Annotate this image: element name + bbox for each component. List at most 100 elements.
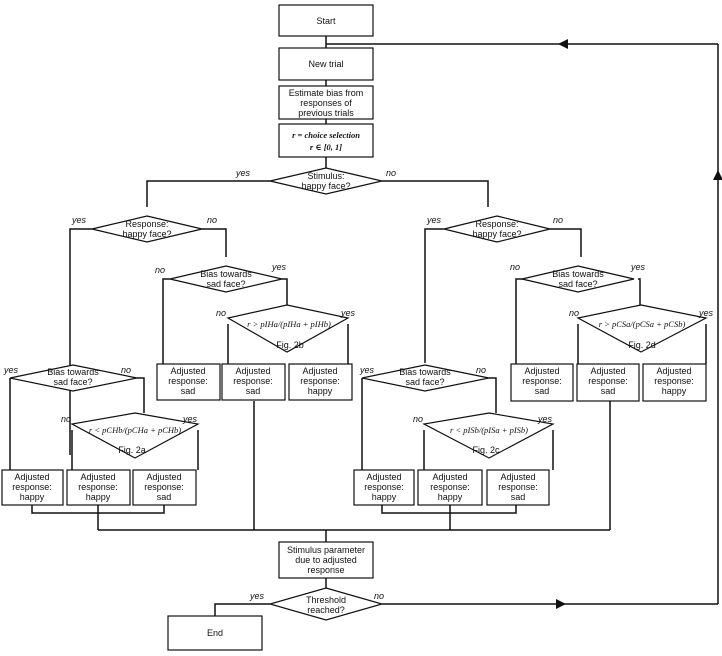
adjusted-box-2d-sad-mid: Adjusted response: sad xyxy=(576,363,640,402)
adjusted-text: Adjusted xyxy=(432,472,467,482)
adjusted-text: Adjusted xyxy=(146,472,181,482)
choice-selection-line-1: r = choice selection xyxy=(292,130,360,140)
stimulus-parameter-line-3: response xyxy=(307,565,344,575)
label-yes-formula-2b: yes xyxy=(340,308,356,318)
label-no-formula-2a: no xyxy=(61,414,71,424)
label-yes-stimulus: yes xyxy=(235,168,251,178)
label-yes-bias-2d: yes xyxy=(630,262,646,272)
label-no-formula-2c: no xyxy=(413,414,423,424)
adjusted-text: Adjusted xyxy=(170,366,205,376)
adjusted-text: Adjusted xyxy=(656,366,691,376)
adjusted-text: sad xyxy=(601,386,616,396)
bias-2c-line-2: sad face? xyxy=(405,377,444,387)
adjusted-text: response: xyxy=(364,482,404,492)
arrow-loop-top xyxy=(558,39,568,49)
threshold-line-2: reached? xyxy=(307,605,345,615)
adjusted-text: sad xyxy=(535,386,550,396)
arrow-loop-right xyxy=(713,170,722,180)
adjusted-text: happy xyxy=(438,492,463,502)
stimulus-parameter-line-2: due to adjusted xyxy=(295,555,357,565)
bias-2b-line-2: sad face? xyxy=(206,279,245,289)
adjusted-text: Adjusted xyxy=(524,366,559,376)
adjusted-text: happy xyxy=(86,492,111,502)
adjusted-text: response: xyxy=(588,376,628,386)
label-no-response-right: no xyxy=(553,215,563,225)
adjusted-text: Adjusted xyxy=(80,472,115,482)
adjusted-text: response: xyxy=(12,482,52,492)
label-yes-formula-2c: yes xyxy=(537,414,553,424)
bias-2a-line-2: sad face? xyxy=(53,377,92,387)
adjusted-box-2b-sad-mid: Adjusted response: sad xyxy=(221,363,286,401)
bias-2d-line-1: Bias towards xyxy=(552,269,604,279)
formula-decision-2d: r > pCSa/(pCSa + pCSb) Fig. 2d xyxy=(576,304,708,353)
label-no-bias-2b: no xyxy=(155,265,165,275)
adjusted-box-2a-happy-mid: Adjusted response: happy xyxy=(66,469,131,506)
choice-selection-line-2: r ∈ [0, 1] xyxy=(310,142,342,152)
adjusted-text: happy xyxy=(372,492,397,502)
adjusted-box-2d-happy: Adjusted response: happy xyxy=(642,363,707,402)
connectors xyxy=(9,36,719,616)
label-no-bias-2a: no xyxy=(121,365,131,375)
threshold-decision: Threshold reached? xyxy=(267,587,385,621)
formula-decision-2b: r > pIHa/(pIHa + pIHb) Fig. 2b xyxy=(226,304,350,353)
adjusted-text: response: xyxy=(654,376,694,386)
adjusted-box-2c-happy-mid: Adjusted response: happy xyxy=(417,469,483,506)
bias-decision-2a: Bias towards sad face? xyxy=(9,364,138,392)
label-yes-bias-2c: yes xyxy=(359,365,375,375)
bias-decision-2d: Bias towards sad face? xyxy=(521,265,635,293)
formula-2d: r > pCSa/(pCSa + pCSb) xyxy=(599,319,686,329)
formula-decision-2c: r < pISb/(pISa + pISb) Fig. 2c xyxy=(422,412,555,459)
estimate-bias-box: Estimate bias from responses of previous… xyxy=(278,85,374,120)
adjusted-text: Adjusted xyxy=(302,366,337,376)
adjusted-text: response: xyxy=(144,482,184,492)
label-no-bias-2d: no xyxy=(510,262,520,272)
fig-label-2d: Fig. 2d xyxy=(628,340,656,350)
label-yes-formula-2d: yes xyxy=(698,308,714,318)
stimulus-decision: Stimulus: happy face? xyxy=(269,167,383,195)
formula-2c: r < pISb/(pISa + pISb) xyxy=(450,425,528,435)
end-box: End xyxy=(167,615,263,651)
label-no-response-left: no xyxy=(207,215,217,225)
stimulus-parameter-line-1: Stimulus parameter xyxy=(287,545,365,555)
label-yes-bias-2a: yes xyxy=(3,365,19,375)
arrow-marks xyxy=(556,39,722,609)
label-yes-threshold: yes xyxy=(249,591,265,601)
adjusted-text: response: xyxy=(430,482,470,492)
adjusted-box-2b-happy: Adjusted response: happy xyxy=(288,363,353,401)
choice-selection-box: r = choice selection r ∈ [0, 1] xyxy=(278,123,374,158)
stimulus-line-1: Stimulus: xyxy=(307,171,344,181)
adjusted-text: Adjusted xyxy=(14,472,49,482)
bias-2c-line-1: Bias towards xyxy=(399,367,451,377)
start-box: Start xyxy=(278,4,374,37)
label-no-threshold: no xyxy=(374,591,384,601)
adjusted-text: happy xyxy=(308,386,333,396)
stimulus-parameter-box: Stimulus parameter due to adjusted respo… xyxy=(278,541,374,579)
adjusted-box-2d-sad-left: Adjusted response: sad xyxy=(510,363,574,402)
estimate-bias-line-2: responses of xyxy=(300,98,352,108)
bias-2b-line-1: Bias towards xyxy=(200,269,252,279)
response-decision-left: Response: happy face? xyxy=(91,215,203,243)
label-no-bias-2c: no xyxy=(476,365,486,375)
adjusted-box-2b-sad-left: Adjusted response: sad xyxy=(156,363,221,401)
adjusted-text: happy xyxy=(662,386,687,396)
adjusted-box-2a-sad: Adjusted response: sad xyxy=(132,469,197,506)
adjusted-text: sad xyxy=(157,492,172,502)
adjusted-text: Adjusted xyxy=(590,366,625,376)
adjusted-text: sad xyxy=(511,492,526,502)
adjusted-text: response: xyxy=(498,482,538,492)
fig-label-2c: Fig. 2c xyxy=(472,445,500,455)
threshold-line-1: Threshold xyxy=(306,595,346,605)
adjusted-text: response: xyxy=(78,482,118,492)
bias-2d-line-2: sad face? xyxy=(558,279,597,289)
response-right-line-1: Response: xyxy=(475,219,518,229)
adjusted-text: Adjusted xyxy=(235,366,270,376)
arrow-threshold-no xyxy=(556,599,566,609)
label-yes-response-left: yes xyxy=(71,215,87,225)
adjusted-text: sad xyxy=(246,386,261,396)
bias-decision-2c: Bias towards sad face? xyxy=(361,364,490,392)
formula-2b: r > pIHa/(pIHa + pIHb) xyxy=(247,319,331,329)
adjusted-text: sad xyxy=(181,386,196,396)
label-no-stimulus: no xyxy=(386,168,396,178)
response-right-line-2: happy face? xyxy=(472,229,521,239)
